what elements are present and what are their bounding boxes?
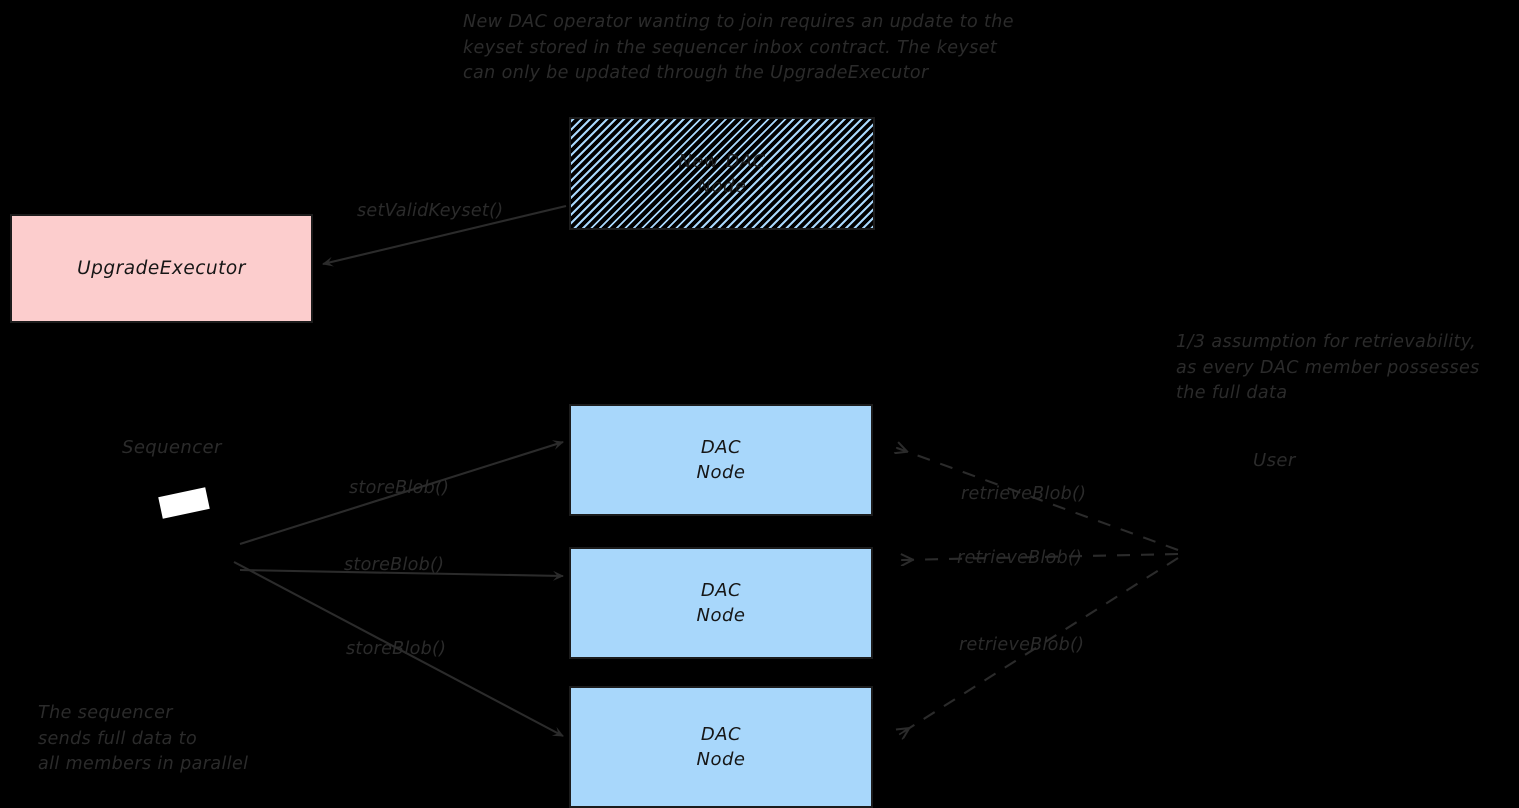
- label-user: User: [1253, 450, 1296, 471]
- box-dac-node-1-line2: Node: [696, 462, 746, 483]
- box-dac-node-1-line1: DAC: [700, 437, 742, 458]
- box-dac-node-2[interactable]: DAC Node: [569, 547, 873, 659]
- box-dac-node-2-line2: Node: [696, 605, 746, 626]
- box-upgrade-executor[interactable]: UpgradeExecutor: [10, 214, 313, 323]
- box-dac-node-3-line2: Node: [696, 749, 746, 770]
- box-dac-node-3-line1: DAC: [700, 724, 742, 745]
- box-dac-node-3[interactable]: DAC Node: [569, 686, 873, 808]
- edge-label-retrieve-blob-3: retrieveBlob(): [959, 635, 1085, 655]
- label-sequencer: Sequencer: [122, 437, 222, 458]
- note-retrievability-assumption: 1/3 assumption for retrievability, as ev…: [1176, 332, 1480, 403]
- sequencer-glyph-icon: [158, 487, 210, 519]
- note-sequencer-parallel: The sequencer sends full data to all mem…: [38, 703, 249, 774]
- edge-label-retrieve-blob-1: retrieveBlob(): [961, 484, 1087, 504]
- box-new-dac-node[interactable]: New DAC Node: [569, 117, 875, 230]
- box-dac-node-1[interactable]: DAC Node: [569, 404, 873, 516]
- box-new-dac-node-line2: Node: [697, 175, 747, 197]
- edge-label-store-blob-3: storeBlob(): [346, 639, 447, 659]
- box-upgrade-executor-label: UpgradeExecutor: [77, 258, 246, 279]
- edge-label-store-blob-2: storeBlob(): [344, 555, 445, 575]
- edge-label-store-blob-1: storeBlob(): [349, 478, 450, 498]
- box-dac-node-2-line1: DAC: [700, 580, 742, 601]
- edge-label-retrieve-blob-2: retrieveBlob(): [957, 548, 1083, 568]
- note-keyset-update: New DAC operator wanting to join require…: [463, 12, 1014, 83]
- box-new-dac-node-line1: New DAC: [678, 150, 766, 172]
- edge-label-set-valid-keyset: setValidKeyset(): [357, 201, 504, 221]
